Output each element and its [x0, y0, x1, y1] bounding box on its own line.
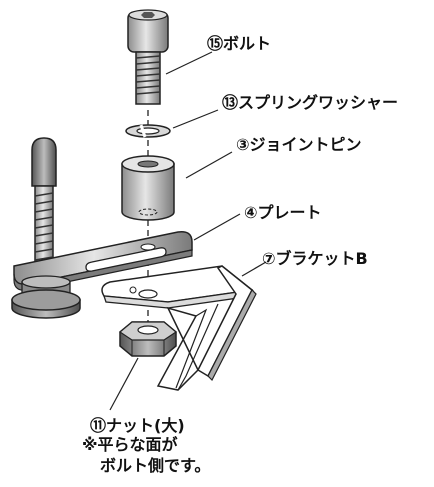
joint-pin-label: ③ジョイントピン [236, 135, 362, 154]
stand-base-part [11, 275, 81, 319]
bolt-label: ⑮ボルト [207, 34, 272, 53]
spring-washer-part [125, 124, 171, 138]
leader-lines [109, 51, 267, 411]
joint-pin-part [121, 155, 175, 221]
nut-label: ⑪ナット(大) [90, 416, 185, 435]
plate-label: ④プレート [244, 203, 322, 222]
nut-part [118, 321, 178, 357]
stand-bolt-part [31, 137, 57, 269]
spring-washer-label: ⑬スプリングワッシャー [222, 93, 399, 112]
bracket-b-part [101, 265, 257, 391]
nut-note-line1: ※平らな面が [82, 435, 178, 454]
bolt-part [127, 9, 169, 105]
nut-note-line2: ボルト側です。 [100, 456, 211, 475]
bracket-b-label: ⑦ブラケットB [262, 249, 368, 268]
